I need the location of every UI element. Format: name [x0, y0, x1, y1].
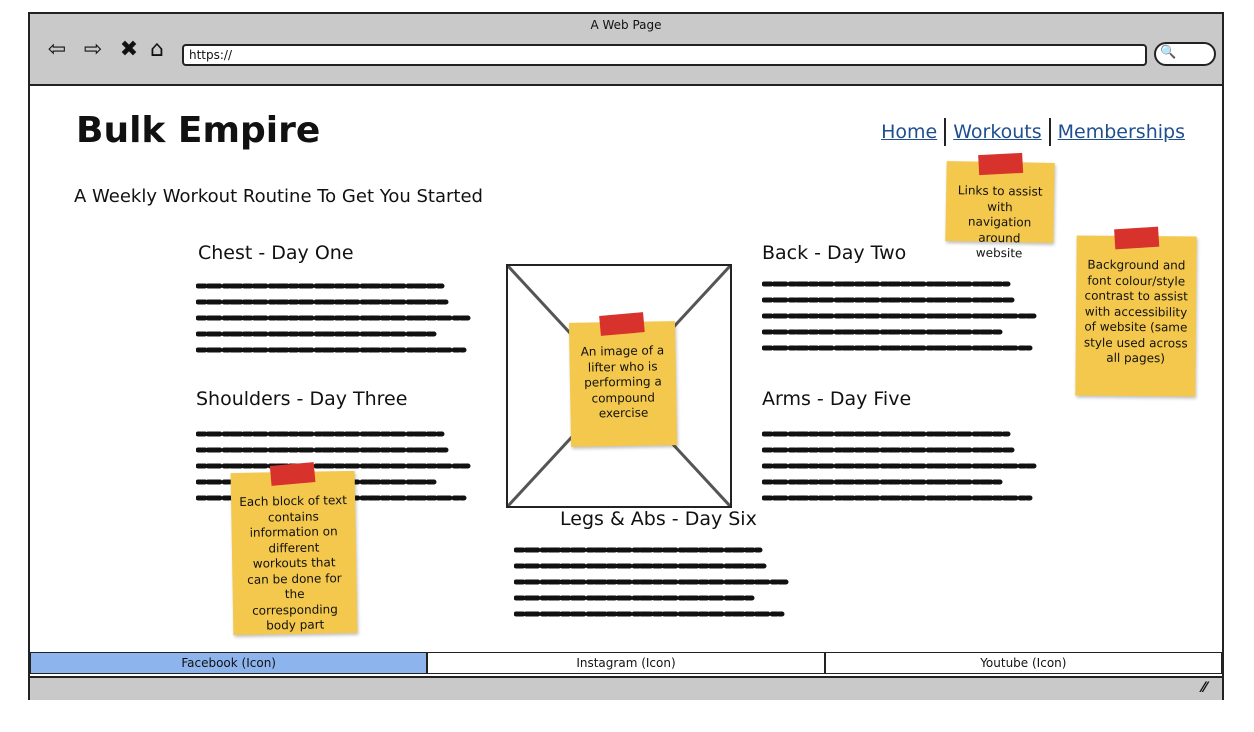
section-heading-back: Back - Day Two [762, 242, 907, 264]
section-heading-legs-abs: Legs & Abs - Day Six [560, 508, 757, 530]
resize-handle-icon[interactable]: ⁄⁄ [1202, 680, 1207, 696]
sticky-note-text: An image of a lifter who is performing a… [580, 343, 665, 421]
sticky-note-text-blocks: Each block of text contains information … [230, 462, 358, 636]
tape-icon [1114, 226, 1160, 250]
nav-link-memberships[interactable]: Memberships [1057, 121, 1185, 143]
nav-separator [944, 118, 947, 146]
social-footer: Facebook (Icon) Instagram (Icon) Youtube… [30, 652, 1222, 674]
tape-icon [269, 462, 316, 486]
nav-link-workouts[interactable]: Workouts [953, 121, 1042, 143]
youtube-link[interactable]: Youtube (Icon) [824, 652, 1222, 674]
main-nav: Home Workouts Memberships [874, 118, 1192, 146]
sticky-note-image: An image of a lifter who is performing a… [568, 312, 678, 447]
nav-separator [1048, 118, 1051, 146]
back-arrow-icon[interactable]: ⇦ [47, 37, 67, 62]
text-block-arms [762, 431, 1037, 501]
brand-title: Bulk Empire [76, 110, 321, 151]
text-block-back [762, 281, 1037, 351]
sticky-note-text: Each block of text contains information … [239, 493, 348, 633]
hero-image-placeholder [506, 264, 732, 508]
sticky-note-accessibility: Background and font colour/style contras… [1075, 226, 1197, 397]
close-icon[interactable]: ✖ [119, 37, 139, 62]
search-field[interactable]: 🔍 [1154, 42, 1216, 66]
url-bar[interactable]: https:// [182, 44, 1147, 66]
tape-icon [599, 312, 645, 336]
section-heading-shoulders: Shoulders - Day Three [196, 388, 408, 410]
text-block-legs-abs [514, 547, 789, 617]
text-block-chest [196, 283, 471, 353]
section-heading-arms: Arms - Day Five [762, 388, 912, 410]
browser-toolbar: A Web Page ⇦ ⇨ ✖ ⌂ https:// 🔍 [30, 14, 1222, 86]
sticky-note-text: Background and font colour/style contras… [1083, 257, 1188, 366]
search-icon: 🔍 [1160, 45, 1177, 60]
instagram-link[interactable]: Instagram (Icon) [427, 652, 825, 674]
facebook-link[interactable]: Facebook (Icon) [30, 652, 428, 674]
browser-status-bar: ⁄⁄ [30, 676, 1222, 700]
sticky-note-navigation: Links to assist with navigation around w… [945, 152, 1055, 260]
home-icon[interactable]: ⌂ [150, 37, 164, 62]
forward-arrow-icon[interactable]: ⇨ [83, 37, 103, 62]
tape-icon [978, 152, 1024, 176]
section-heading-chest: Chest - Day One [198, 242, 354, 264]
sticky-note-text: Links to assist with navigation around w… [957, 183, 1043, 261]
window-title: A Web Page [590, 18, 662, 32]
page-subtitle: A Weekly Workout Routine To Get You Star… [74, 186, 483, 207]
nav-link-home[interactable]: Home [881, 121, 938, 143]
browser-window: A Web Page ⇦ ⇨ ✖ ⌂ https:// 🔍 Bulk Empir… [28, 12, 1224, 700]
